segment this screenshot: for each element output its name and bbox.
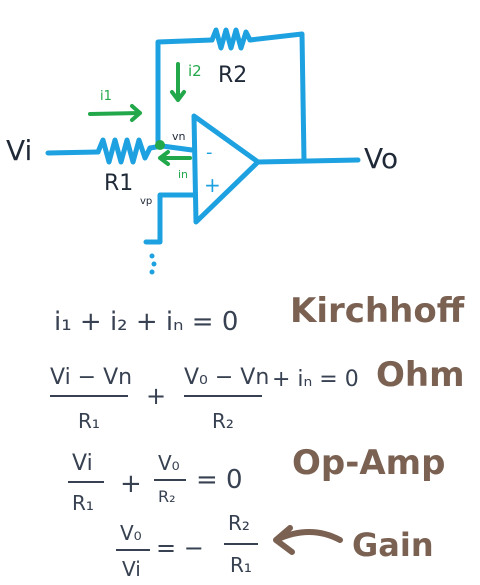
ohm-equation: Vi − Vn R₁ + V₀ − Vn R₂ + iₙ = 0: [50, 365, 359, 433]
r1-label: R1: [104, 171, 133, 196]
gain-arrow: [273, 525, 343, 555]
summing-node: [155, 140, 165, 150]
current-arrows: [88, 62, 192, 166]
input-wire: [45, 149, 101, 156]
kirchhoff-label: Kirchhoff: [290, 291, 465, 331]
ohm-plus: +: [146, 382, 166, 410]
vi-label: Vi: [6, 134, 32, 167]
plus-terminal: +: [204, 173, 221, 197]
i1-label: i1: [100, 89, 112, 104]
opamp-label: Op-Amp: [292, 443, 445, 483]
opamp-plus: +: [120, 469, 142, 499]
r2-resistor: [209, 27, 253, 51]
circuit-wires: [45, 27, 361, 245]
gain-equals: = −: [156, 534, 204, 562]
i1-arrow: [88, 104, 142, 122]
i2-arrow: [170, 62, 186, 102]
feedback-right-wire: [247, 31, 307, 163]
gain-lhs-denominator: Vi: [122, 557, 141, 581]
opamp-term2-denominator: R₂: [158, 487, 176, 506]
feedback-left-wire: [155, 37, 215, 148]
vn-label: vn: [172, 130, 186, 143]
ohm-term2-numerator: V₀ − Vn: [184, 365, 269, 390]
r2-label: R2: [218, 63, 247, 88]
minus-terminal: -: [206, 142, 213, 163]
gain-label: Gain: [352, 526, 434, 564]
opamp-term2-numerator: V₀: [158, 451, 180, 475]
r1-resistor: [95, 137, 153, 165]
ground-wire: [143, 192, 197, 245]
ground-symbol: [149, 253, 157, 275]
opamp-term1-numerator: Vi: [72, 451, 93, 476]
opamp-equation: Vi R₁ + V₀ R₂ = 0: [68, 451, 243, 515]
kirchhoff-equation: i₁ + i₂ + iₙ = 0: [54, 307, 238, 337]
gain-rhs-denominator: R₁: [230, 553, 252, 577]
opamp-tail: = 0: [196, 465, 243, 495]
ohm-term2-denominator: R₂: [212, 409, 234, 433]
output-wire: [255, 157, 361, 165]
vo-label: Vo: [364, 142, 398, 175]
ohm-term1-numerator: Vi − Vn: [50, 365, 132, 390]
gain-rhs-numerator: R₂: [228, 511, 250, 535]
gain-lhs-numerator: V₀: [120, 521, 142, 545]
i2-label: i2: [188, 62, 202, 80]
ohm-term1-denominator: R₁: [78, 409, 100, 433]
in-label: in: [178, 168, 188, 181]
gain-equation: V₀ Vi = − R₂ R₁: [116, 511, 258, 581]
op-amp-triangle: [191, 113, 261, 225]
opamp-term1-denominator: R₁: [72, 491, 94, 515]
ohm-label: Ohm: [376, 355, 465, 395]
ohm-tail: + iₙ = 0: [272, 367, 359, 392]
vp-label: vp: [140, 196, 152, 207]
in-arrow: [158, 150, 192, 166]
